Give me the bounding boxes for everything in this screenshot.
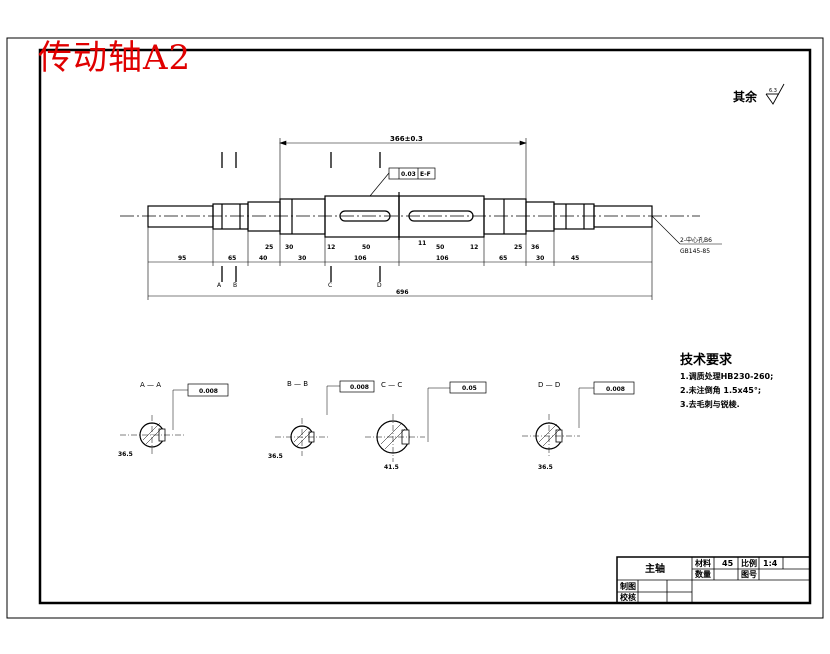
dim-106-right: 106 xyxy=(436,255,449,262)
drawing-number-label: 图号 xyxy=(741,570,757,579)
mid-25-left: 25 xyxy=(265,244,273,251)
mid-50-right: 50 xyxy=(436,244,444,251)
section-b-tol: 0.008 xyxy=(350,384,369,391)
surface-note-label: 其余 xyxy=(733,90,758,104)
technical-requirements-title: 技术要求 xyxy=(680,353,733,368)
cut-mark-c: C xyxy=(328,282,332,289)
center-hole-note: 2-中心孔B6 xyxy=(680,236,712,244)
dim-106-left: 106 xyxy=(354,255,367,262)
section-c-tol: 0.05 xyxy=(462,385,477,392)
drawn-by-label: 制图 xyxy=(620,582,636,591)
section-d-title: D — D xyxy=(538,381,560,389)
dim-40: 40 xyxy=(259,255,267,262)
mid-12-right: 12 xyxy=(470,244,478,251)
section-d-tol: 0.008 xyxy=(606,386,625,393)
tech-requirement-3: 3.去毛刺与锐棱. xyxy=(680,400,740,409)
bottom-dimension-chain xyxy=(147,227,653,300)
geometric-tolerance-value: 0.03 xyxy=(401,171,416,178)
top-dimension xyxy=(279,138,527,199)
dim-65-left: 65 xyxy=(228,255,236,262)
outer-border xyxy=(6,37,824,619)
top-dimension-label: 366±0.3 xyxy=(390,135,423,143)
checked-by-label: 校核 xyxy=(620,593,636,602)
section-a-dim: 36.5 xyxy=(118,451,133,458)
dim-95: 95 xyxy=(178,255,186,262)
shaft-profile xyxy=(147,192,653,240)
section-cut-lines xyxy=(221,152,381,282)
mid-12-left: 12 xyxy=(327,244,335,251)
section-a-title: A — A xyxy=(140,381,161,389)
mid-30-left: 30 xyxy=(285,244,293,251)
dim-65-right: 65 xyxy=(499,255,507,262)
middle-dimension-labels: 25 30 12 50 11 50 12 25 36 xyxy=(265,240,539,251)
scale-value: 1:4 xyxy=(763,559,778,568)
section-view-d xyxy=(522,381,635,458)
part-name: 主轴 xyxy=(645,564,665,575)
section-c-dim: 41.5 xyxy=(384,464,399,471)
roughness-symbol-icon xyxy=(765,83,785,105)
geometric-tolerance-box xyxy=(369,167,436,197)
dim-45: 45 xyxy=(571,255,579,262)
tech-requirement-1: 1.调质处理HB230-260; xyxy=(680,372,774,381)
roughness-value: 6.3 xyxy=(769,88,777,94)
material-label: 材料 xyxy=(695,559,711,568)
section-view-b xyxy=(275,380,375,456)
material-value: 45 xyxy=(722,559,734,568)
cut-mark-b: B xyxy=(233,282,237,289)
section-c-title: C — C xyxy=(381,381,402,389)
dim-overall: 696 xyxy=(396,289,409,296)
scale-label: 比例 xyxy=(741,559,757,568)
dim-30-right: 30 xyxy=(536,255,544,262)
center-hole-callout xyxy=(651,215,722,245)
section-d-dim: 36.5 xyxy=(538,464,553,471)
mid-25-right: 25 xyxy=(514,244,522,251)
drawing-red-title: 传动轴A2 xyxy=(38,38,192,78)
center-hole-std: GB145-85 xyxy=(680,248,710,255)
section-b-title: B — B xyxy=(287,380,308,388)
mid-11: 11 xyxy=(418,240,426,247)
mid-50-left: 50 xyxy=(362,244,370,251)
geometric-tolerance-ref: E-F xyxy=(420,171,431,178)
bottom-dimension-labels: 95 65 40 30 106 106 65 30 45 696 xyxy=(178,255,579,296)
inner-border xyxy=(38,48,812,605)
section-a-tol: 0.008 xyxy=(199,388,218,395)
section-view-a xyxy=(120,383,229,455)
dim-30-left: 30 xyxy=(298,255,306,262)
section-view-c xyxy=(365,381,487,462)
mid-36: 36 xyxy=(531,244,539,251)
quantity-label: 数量 xyxy=(695,570,711,579)
cut-mark-d: D xyxy=(377,282,382,289)
section-b-dim: 36.5 xyxy=(268,453,283,460)
tech-requirement-2: 2.未注倒角 1.5x45°; xyxy=(680,386,762,395)
title-block-grid xyxy=(616,556,811,604)
cut-mark-a: A xyxy=(217,282,222,289)
